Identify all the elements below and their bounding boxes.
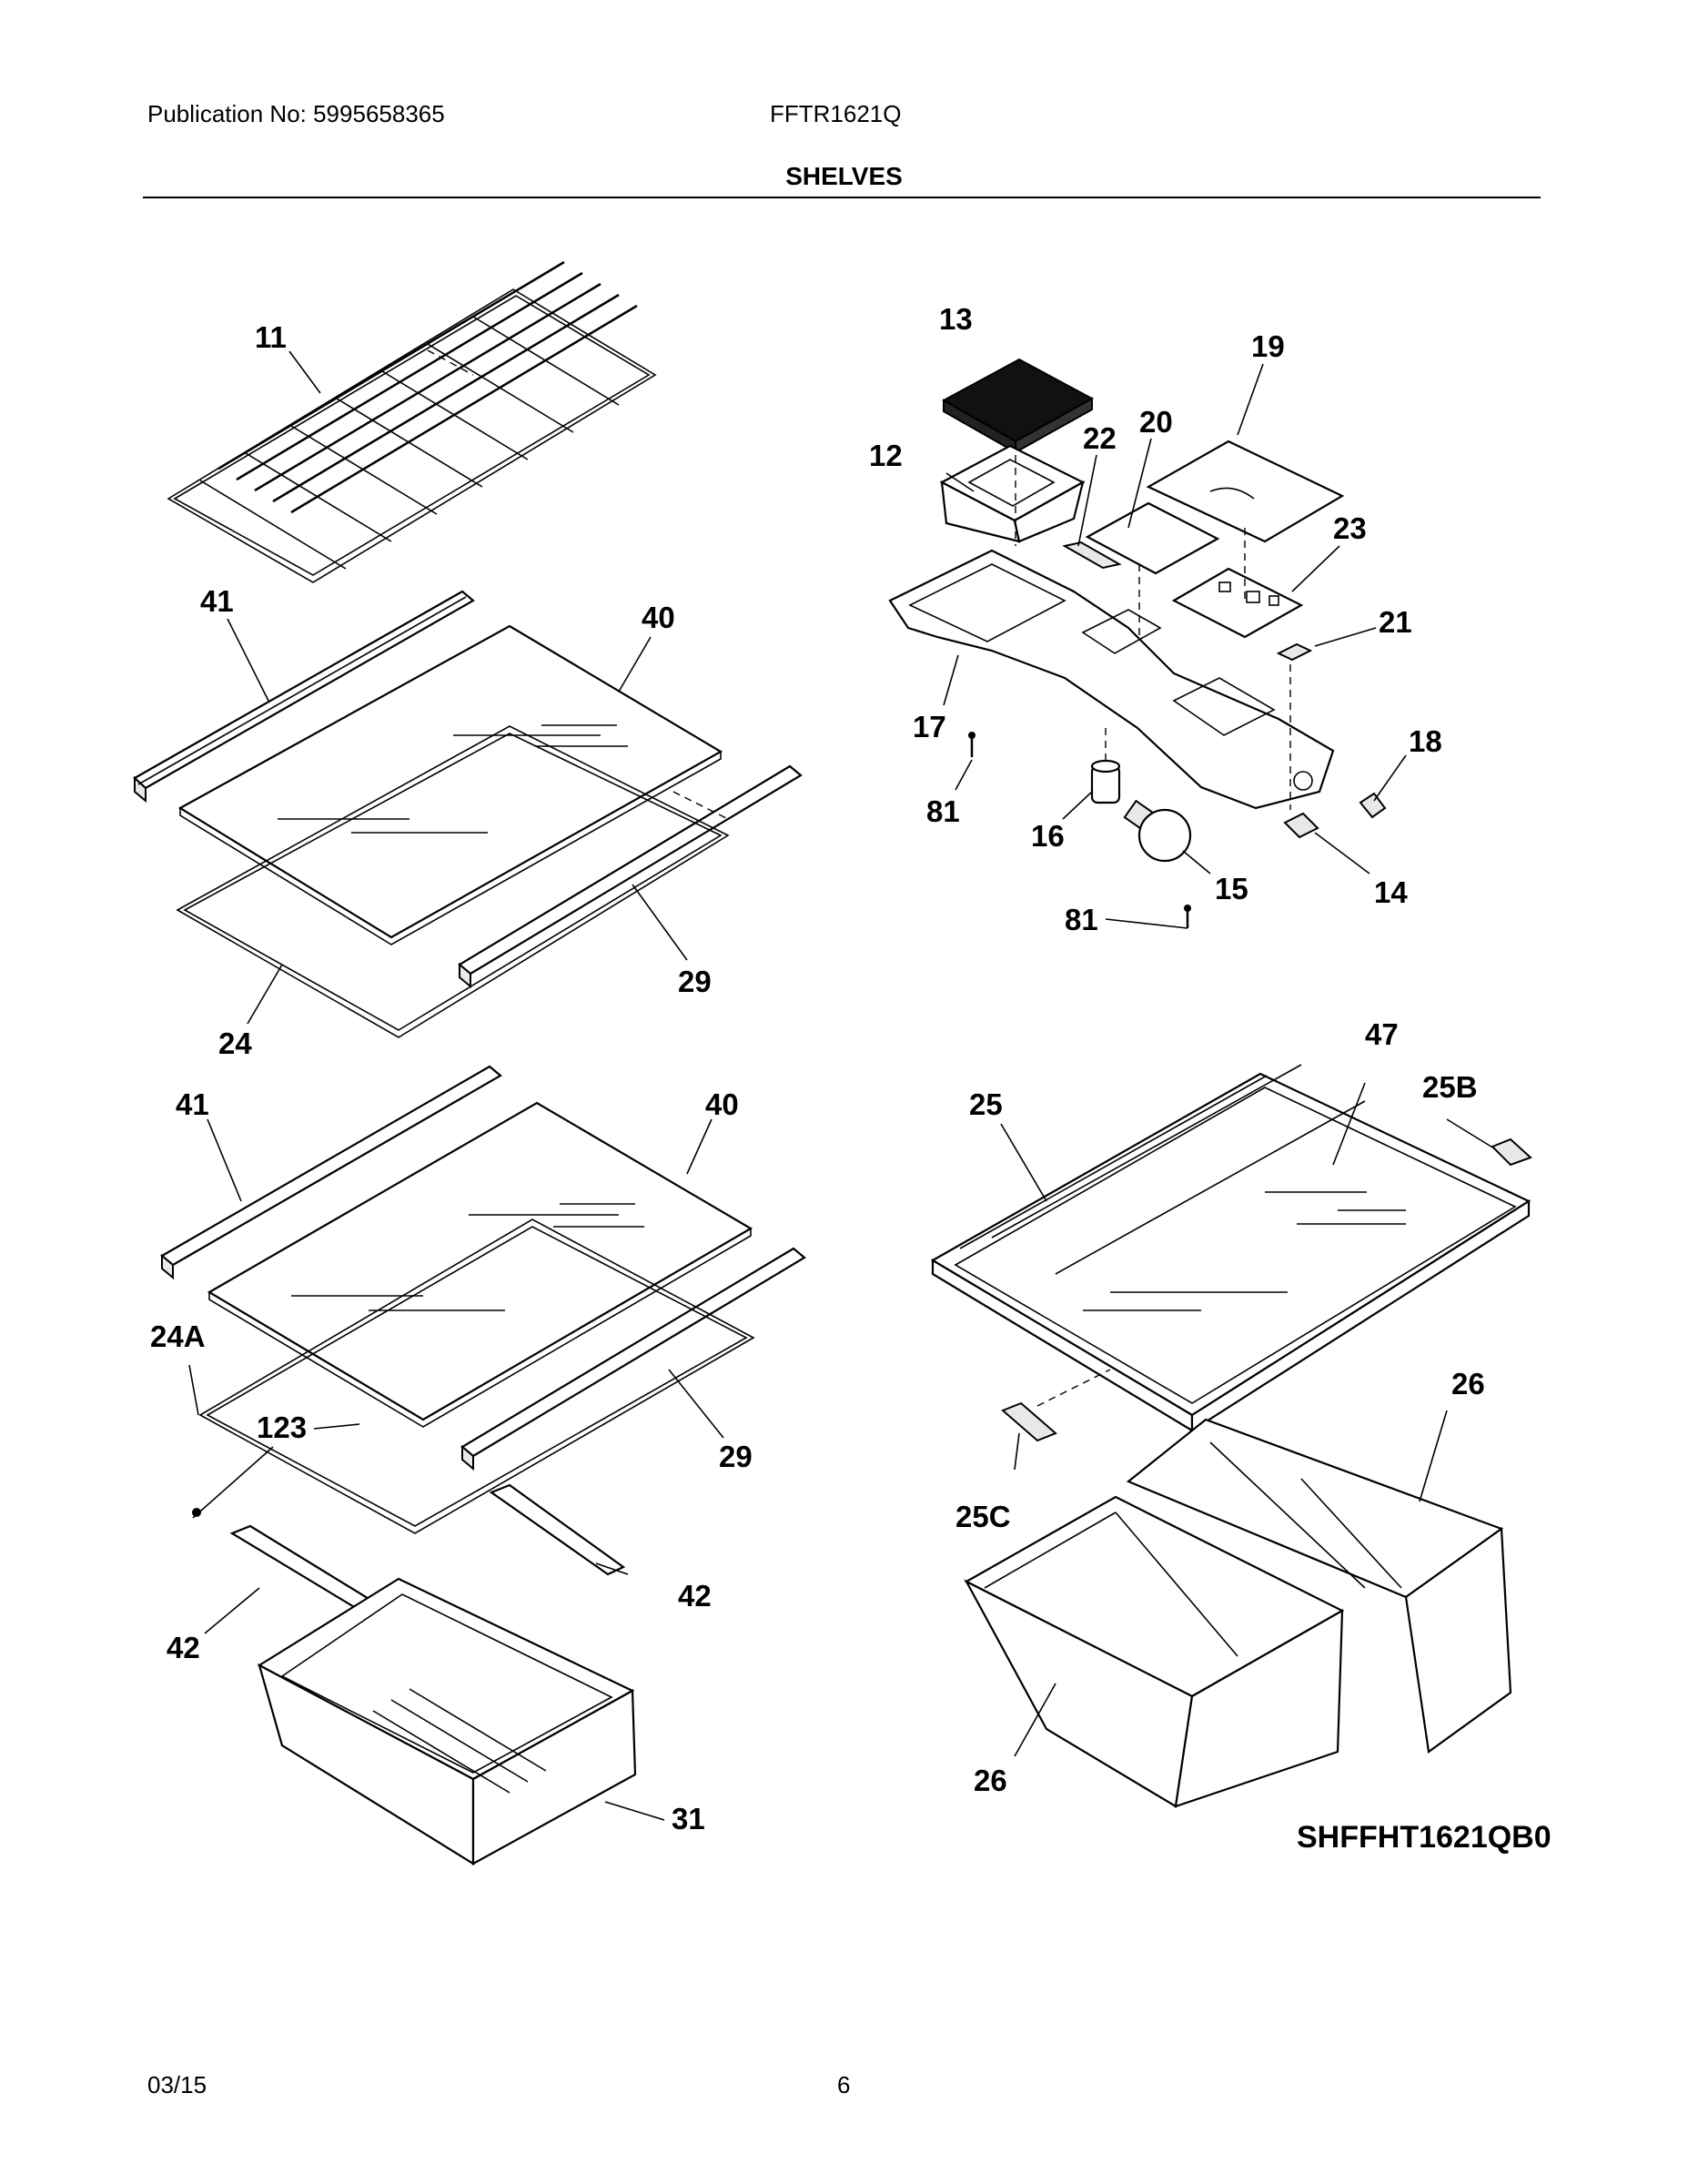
bracket-part-25B xyxy=(1491,1138,1532,1167)
control-board-part-23 xyxy=(1171,567,1304,639)
callout-81-lower: 81 xyxy=(1065,903,1098,936)
knob-part-18 xyxy=(1359,792,1387,819)
callout-41-lower: 41 xyxy=(176,1087,209,1121)
connector-part-21 xyxy=(1276,642,1313,662)
trim-part-29-lower xyxy=(460,1247,806,1471)
rail-part-42-right xyxy=(489,1483,626,1576)
callout-26-front: 26 xyxy=(974,1764,1007,1797)
diagram-code: SHFFHT1621QB0 xyxy=(1297,1820,1552,1855)
callout-29-upper: 29 xyxy=(678,965,712,998)
glass-part-40-lower xyxy=(207,1101,753,1428)
socket-part-16 xyxy=(1090,759,1121,804)
frame-part-24 xyxy=(176,725,730,1038)
callout-47: 47 xyxy=(1365,1017,1399,1051)
crisper-cover-part-25 xyxy=(930,1064,1531,1433)
callout-18: 18 xyxy=(1409,724,1442,758)
callout-11: 11 xyxy=(255,320,287,354)
section-title: SHELVES xyxy=(785,162,903,190)
bracket-part-25C xyxy=(1001,1401,1057,1442)
cover-part-19 xyxy=(1146,440,1345,543)
frame-part-24A xyxy=(192,1218,755,1534)
callout-23: 23 xyxy=(1333,511,1367,545)
model-number: FFTR1621Q xyxy=(770,100,902,127)
trim-part-41-upper xyxy=(133,590,475,804)
glass-part-40-upper xyxy=(177,624,723,945)
callout-15: 15 xyxy=(1215,872,1248,905)
header-rule xyxy=(143,197,1541,198)
filter-housing-part-12 xyxy=(939,444,1086,543)
trim-part-29-upper xyxy=(458,764,803,989)
callout-20: 20 xyxy=(1139,405,1173,439)
callout-42-left: 42 xyxy=(167,1631,200,1664)
switch-part-14 xyxy=(1283,812,1319,839)
callout-21: 21 xyxy=(1379,605,1412,639)
callout-26-rear: 26 xyxy=(1451,1367,1485,1400)
callout-24: 24 xyxy=(218,1026,252,1060)
publication-number: Publication No: 5995658365 xyxy=(147,100,445,127)
callout-19: 19 xyxy=(1251,329,1285,363)
callout-13: 13 xyxy=(939,302,973,336)
crisper-drawer-part-31 xyxy=(257,1577,637,1866)
callout-25: 25 xyxy=(969,1087,1003,1121)
callout-22: 22 xyxy=(1083,421,1117,455)
callout-12: 12 xyxy=(869,439,903,472)
callout-25B: 25B xyxy=(1422,1070,1478,1104)
leader-lines xyxy=(188,350,1495,1821)
callout-40-upper: 40 xyxy=(642,601,675,634)
callout-16: 16 xyxy=(1031,819,1065,853)
callout-40-lower: 40 xyxy=(705,1087,739,1121)
footer-date: 03/15 xyxy=(147,2071,207,2098)
page-number: 6 xyxy=(837,2071,851,2098)
wire-shelf-part-11 xyxy=(167,260,657,583)
callout-42-right: 42 xyxy=(678,1579,712,1613)
screw-part-81-upper xyxy=(968,732,975,757)
callout-24A: 24A xyxy=(150,1320,206,1353)
callout-29-lower: 29 xyxy=(719,1440,753,1473)
trim-part-41-lower xyxy=(160,1065,502,1280)
callout-123: 123 xyxy=(257,1410,307,1444)
bin-part-26-rear xyxy=(1126,1418,1512,1754)
callout-25C: 25C xyxy=(955,1500,1011,1533)
callout-17: 17 xyxy=(913,710,946,743)
screw-part-81-lower xyxy=(1184,905,1191,928)
filter-part-13 xyxy=(941,358,1095,454)
callout-14: 14 xyxy=(1374,875,1408,909)
bulb-part-15 xyxy=(1123,799,1192,863)
plate-part-20 xyxy=(1085,501,1220,575)
light-housing-part-17 xyxy=(888,549,1335,810)
callout-41-upper: 41 xyxy=(200,584,234,618)
callout-31: 31 xyxy=(672,1802,705,1835)
callout-81-upper: 81 xyxy=(926,794,960,828)
sensor-part-22 xyxy=(1062,541,1122,570)
bin-part-26-front xyxy=(964,1495,1345,1808)
